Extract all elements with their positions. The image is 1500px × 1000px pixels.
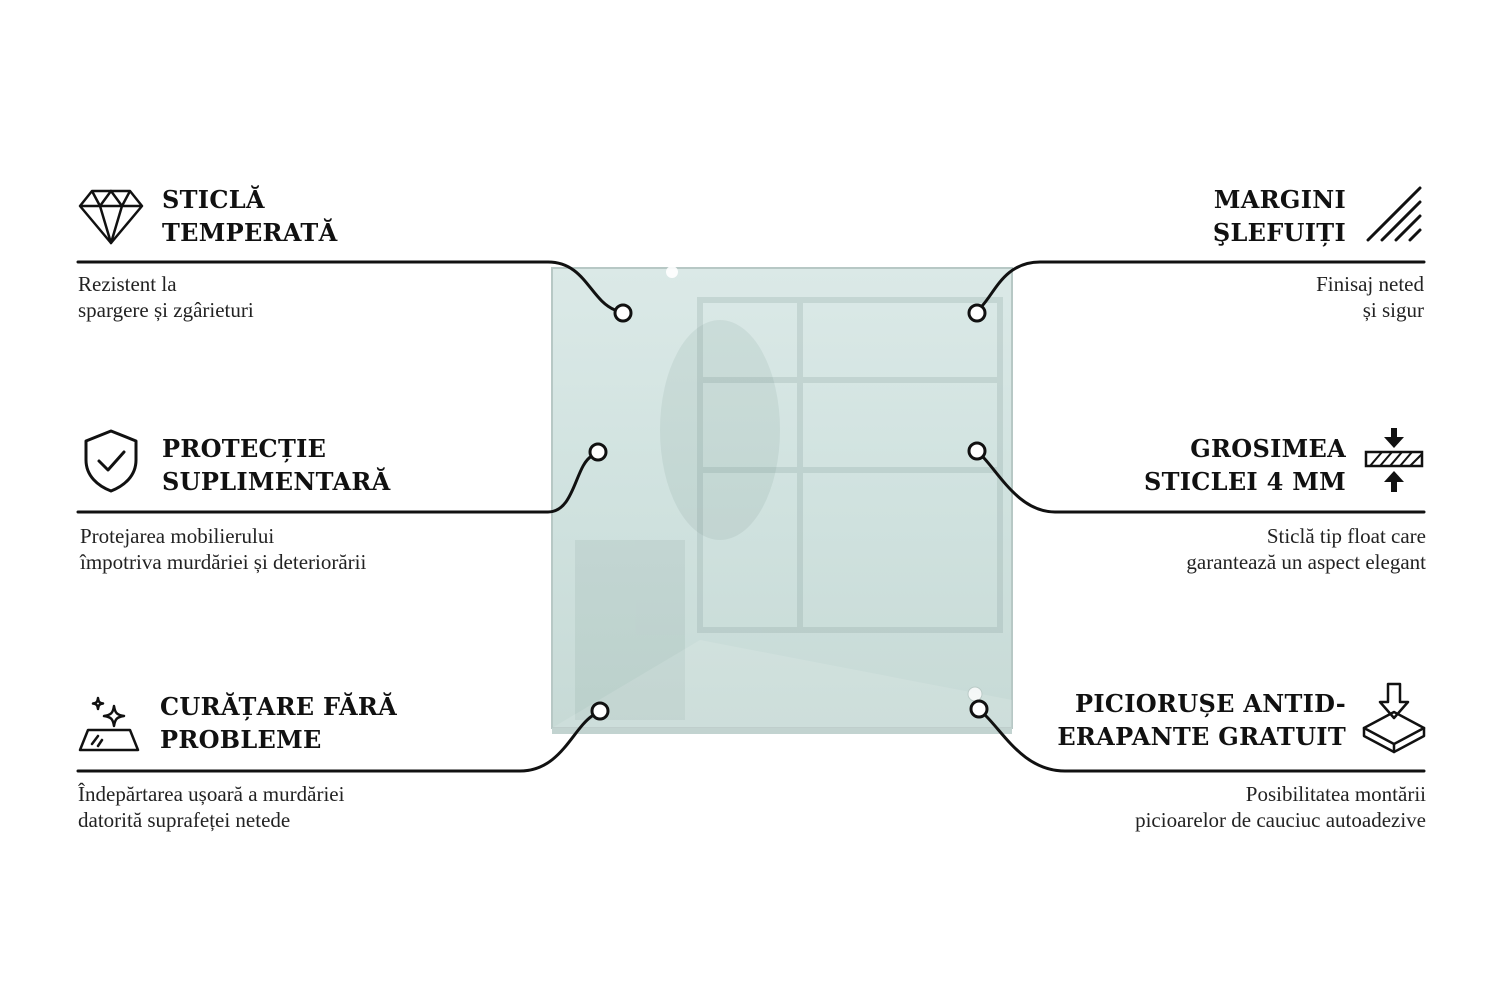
feature-title-protection: PROTECȚIE SUPLIMENTARĂ [162, 432, 391, 498]
sparkle-surface-icon [78, 696, 140, 752]
desc-line: Rezistent la [78, 272, 177, 296]
desc-line: Finisaj neted [1316, 272, 1424, 296]
glass-panel [551, 267, 1013, 729]
anchor-dot-feet [969, 699, 989, 719]
polished-edges-icon [1366, 186, 1422, 242]
title-line: ERAPANTE GRATUIT [1057, 722, 1346, 751]
title-line: GROSIMEA [1190, 434, 1346, 463]
feature-title-thickness: GROSIMEA STICLEI 4 MM [1144, 432, 1346, 498]
connector-edges [980, 260, 1426, 308]
desc-line: Posibilitatea montării [1245, 782, 1426, 806]
feature-title-cleaning: CURĂȚARE FĂRĂ PROBLEME [160, 690, 397, 756]
title-line: PROTECȚIE [162, 434, 327, 463]
desc-line: Sticlă tip float care [1266, 524, 1426, 548]
anchor-dot-protection [588, 442, 608, 462]
title-line: STICLĂ [162, 185, 265, 214]
connector-feet [984, 714, 1426, 773]
feature-desc-thickness: Sticlă tip float care garantează un aspe… [1186, 523, 1426, 575]
diamond-icon [78, 189, 144, 245]
desc-line: garantează un aspect elegant [1186, 550, 1426, 574]
feature-desc-tempered: Rezistent la spargere și zgârieturi [78, 271, 254, 323]
feature-title-tempered: STICLĂ TEMPERATĂ [162, 183, 338, 249]
feature-desc-protection: Protejarea mobilierului împotriva murdăr… [80, 523, 366, 575]
title-line: SUPLIMENTARĂ [162, 467, 391, 496]
desc-line: datorită suprafeței netede [78, 808, 291, 832]
connector-protection [76, 454, 594, 514]
feature-desc-feet: Posibilitatea montării picioarelor de ca… [1135, 781, 1426, 833]
desc-line: și sigur [1362, 298, 1424, 322]
desc-line: picioarelor de cauciuc autoadezive [1135, 808, 1426, 832]
title-line: PICIORUȘE ANTID- [1074, 689, 1346, 718]
desc-line: împotriva murdăriei și deteriorării [80, 550, 367, 574]
title-line: STICLEI 4 MM [1143, 467, 1346, 496]
desc-line: Protejarea mobilierului [80, 524, 275, 548]
feature-desc-cleaning: Îndepărtarea ușoară a murdăriei datorită… [78, 781, 344, 833]
title-line: PROBLEME [160, 725, 322, 754]
title-line: TEMPERATĂ [162, 218, 338, 247]
title-line: ŞLEFUIȚI [1212, 218, 1346, 247]
connector-thickness [981, 455, 1426, 514]
desc-line: spargere și zgârieturi [78, 298, 254, 322]
shield-check-icon [84, 429, 138, 493]
anchor-dot-tempered [613, 303, 633, 323]
glass-edge [552, 728, 1012, 734]
feature-title-edges: MARGINI ŞLEFUIȚI [1213, 183, 1346, 249]
connector-tempered [76, 260, 617, 312]
feature-desc-edges: Finisaj neted și sigur [1316, 271, 1424, 323]
connector-cleaning [76, 714, 594, 773]
title-line: MARGINI [1213, 185, 1346, 214]
anchor-dot-thickness [967, 441, 987, 461]
anchor-dot-cleaning [590, 701, 610, 721]
anchor-dot-edges [967, 303, 987, 323]
desc-line: Îndepărtarea ușoară a murdăriei [78, 782, 345, 806]
anti-slip-feet-icon [1362, 682, 1426, 754]
feature-title-feet: PICIORUȘE ANTID- ERAPANTE GRATUIT [1057, 687, 1346, 753]
title-line: CURĂȚARE FĂRĂ [160, 692, 398, 721]
thickness-compress-icon [1364, 428, 1424, 492]
